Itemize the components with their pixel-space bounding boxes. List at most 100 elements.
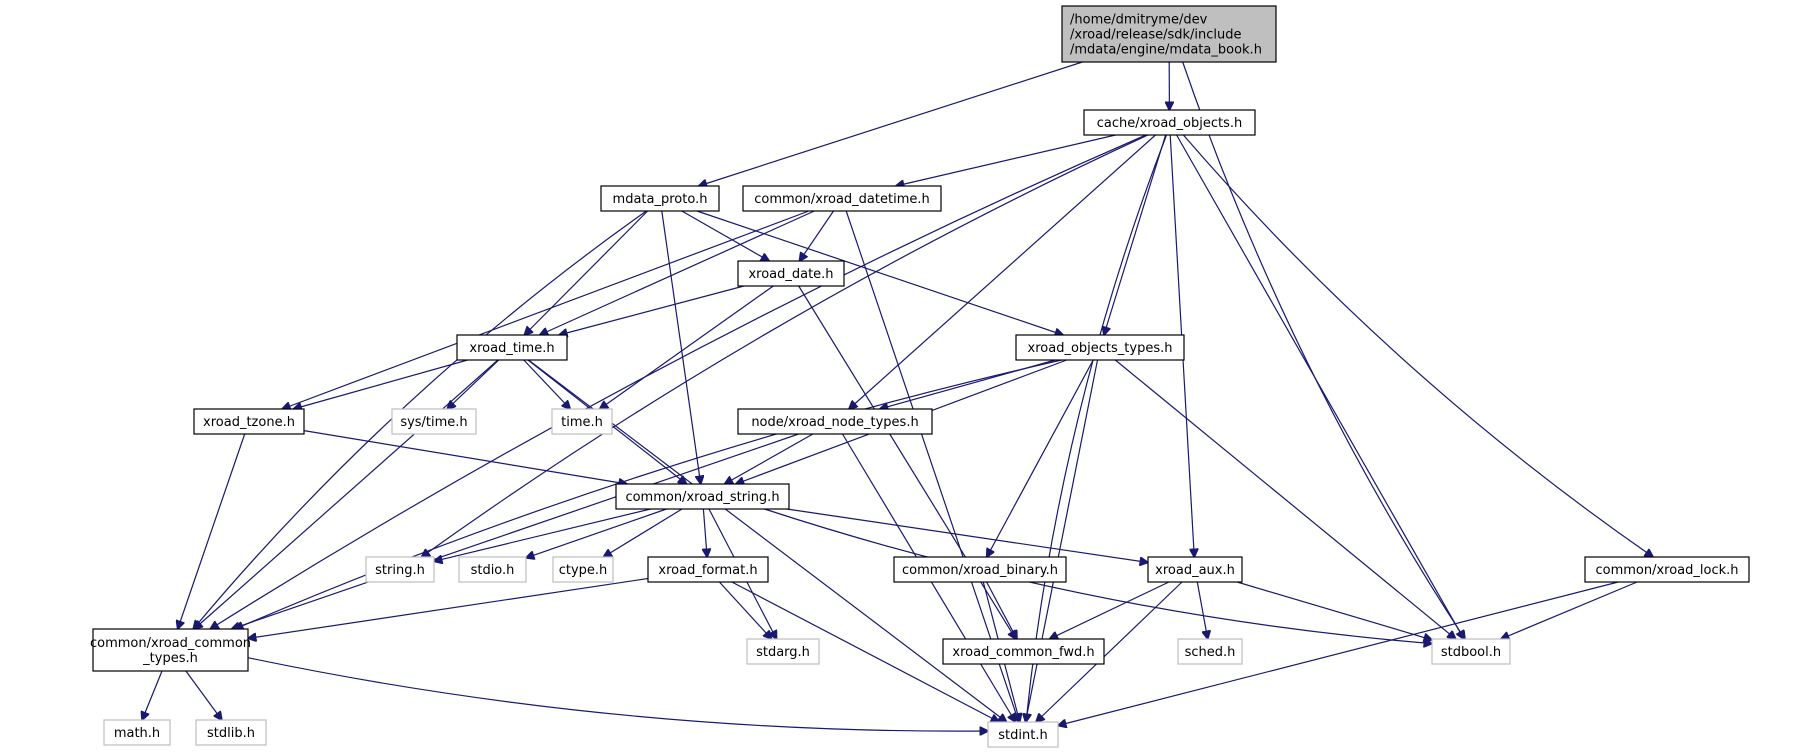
node-label: common/xroad_string.h (625, 490, 779, 505)
edge-mdata_proto-to-objects_types (696, 210, 1063, 335)
edge-mdata_proto-to-common_types (193, 210, 647, 629)
node-label: xroad_format.h (658, 563, 757, 578)
node-box (391, 408, 477, 435)
node-box (737, 260, 845, 287)
edge-xroad_date-to-common_fwd (798, 285, 1016, 639)
node-label: /mdata/engine/mdata_book.h (1070, 43, 1262, 58)
node-box (552, 556, 614, 583)
node-box (647, 556, 769, 583)
dependency-edges (142, 61, 1653, 731)
edge-xroad_date-to-xroad_time (559, 285, 745, 335)
edge-xroad_string-to-stdbool (764, 508, 1433, 644)
node-label: common/xroad_datetime.h (754, 192, 929, 207)
node-xroad-string[interactable]: common/xroad_string.h (615, 483, 790, 510)
edge-objects_types-to-stdbool (1114, 359, 1455, 639)
node-box (92, 628, 249, 672)
edge-xroad_string-to-string (434, 508, 651, 561)
edge-common_types-to-math (142, 670, 163, 720)
edge-node_types-to-xroad_string (725, 433, 814, 484)
edge-xroad_aux-to-sched (1196, 581, 1207, 639)
edge-xroad_objects-to-xroad_lock (1182, 134, 1653, 557)
node-node-types[interactable]: node/xroad_node_types.h (737, 408, 933, 435)
edge-xroad_string-to-stdio (526, 508, 667, 558)
node-label: xroad_tzone.h (203, 415, 295, 430)
edge-xroad_time-to-sys_time (447, 359, 500, 409)
edge-xroad_format-to-stdarg (718, 581, 771, 639)
node-box (746, 638, 820, 665)
edge-common_types-to-stdlib (185, 670, 222, 720)
node-xroad-time[interactable]: xroad_time.h (456, 334, 568, 361)
node-mdata-book[interactable]: /home/dmitryme/dev/xroad/release/sdk/inc… (1061, 5, 1277, 63)
node-box (1584, 556, 1750, 583)
node-xroad-objects[interactable]: cache/xroad_objects.h (1083, 109, 1256, 136)
node-box (600, 185, 720, 212)
node-xroad-aux[interactable]: xroad_aux.h (1147, 556, 1243, 583)
edge-xroad_date-to-time (600, 285, 774, 409)
node-label: _types.h (142, 651, 198, 666)
node-box (1061, 5, 1277, 63)
node-box (942, 638, 1105, 665)
edge-xroad_lock-to-stdbool (1501, 581, 1638, 639)
edge-tzone-to-xroad_string (303, 430, 627, 484)
node-label: common/xroad_lock.h (1595, 563, 1738, 578)
edge-xroad_aux-to-common_fwd (1050, 581, 1170, 639)
node-stdarg: stdarg.h (746, 638, 820, 665)
node-label: math.h (114, 726, 160, 741)
node-math: math.h (103, 719, 171, 746)
edge-tzone-to-common_types (178, 433, 246, 629)
node-label: common/xroad_binary.h (902, 563, 1058, 578)
node-binary[interactable]: common/xroad_binary.h (893, 556, 1067, 583)
node-label: node/xroad_node_types.h (751, 415, 918, 430)
node-stdbool: stdbool.h (1431, 638, 1511, 665)
edge-mdata_proto-to-xroad_date (681, 210, 769, 261)
node-box (193, 408, 305, 435)
edge-xroad_lock-to-stdint (1058, 581, 1619, 726)
node-box (1083, 109, 1256, 136)
node-time: time.h (551, 408, 613, 435)
edge-mdata_book-to-stdbool (1182, 61, 1465, 639)
node-label: ctype.h (559, 563, 608, 578)
edge-mdata_proto-to-xroad_string (661, 210, 701, 484)
node-string: string.h (365, 556, 435, 583)
edge-xroad_objects-to-common_types (210, 134, 1147, 629)
node-xroad-format[interactable]: xroad_format.h (647, 556, 769, 583)
node-label: xroad_common_fwd.h (952, 645, 1094, 660)
node-label: time.h (561, 415, 603, 430)
edge-xroad_objects-to-stdbool (1176, 134, 1464, 639)
node-label: stdio.h (471, 563, 515, 578)
edge-mdata_proto-to-xroad_time (524, 210, 649, 335)
node-mdata-proto[interactable]: mdata_proto.h (600, 185, 720, 212)
node-label: /xroad/release/sdk/include (1070, 28, 1242, 43)
header-nodes: /home/dmitryme/dev/xroad/release/sdk/inc… (90, 5, 1750, 748)
node-label: stdint.h (998, 728, 1047, 743)
node-box (1147, 556, 1243, 583)
node-common-fwd[interactable]: xroad_common_fwd.h (942, 638, 1105, 665)
edge-objects_types-to-common_types (235, 359, 1062, 629)
node-box (893, 556, 1067, 583)
node-label: mdata_proto.h (613, 192, 708, 207)
edge-xroad_aux-to-stdbool (1236, 581, 1432, 640)
edge-datetime-to-tzone (282, 210, 810, 409)
edge-xroad_objects-to-node_types (849, 134, 1156, 409)
node-xroad-lock[interactable]: common/xroad_lock.h (1584, 556, 1750, 583)
node-xroad-date[interactable]: xroad_date.h (737, 260, 845, 287)
node-label: stdarg.h (756, 645, 810, 660)
node-sys-time: sys/time.h (391, 408, 477, 435)
node-box (1431, 638, 1511, 665)
node-box (742, 185, 942, 212)
node-label: cache/xroad_objects.h (1097, 116, 1243, 131)
node-label: /home/dmitryme/dev (1070, 13, 1208, 28)
node-label: xroad_time.h (469, 341, 554, 356)
edge-datetime-to-xroad_date (800, 210, 834, 261)
node-label: stdlib.h (207, 726, 255, 741)
edge-xroad_format-to-common_types (248, 577, 649, 639)
node-stdlib: stdlib.h (195, 719, 267, 746)
node-box (737, 408, 933, 435)
node-common-types[interactable]: common/xroad_common_types.h (90, 628, 251, 672)
node-box (456, 334, 568, 361)
node-objects-types[interactable]: xroad_objects_types.h (1015, 334, 1185, 361)
edge-xroad_string-to-xroad_format (703, 508, 707, 557)
node-datetime[interactable]: common/xroad_datetime.h (742, 185, 942, 212)
edge-xroad_objects-to-objects_types (1104, 134, 1167, 335)
node-tzone[interactable]: xroad_tzone.h (193, 408, 305, 435)
